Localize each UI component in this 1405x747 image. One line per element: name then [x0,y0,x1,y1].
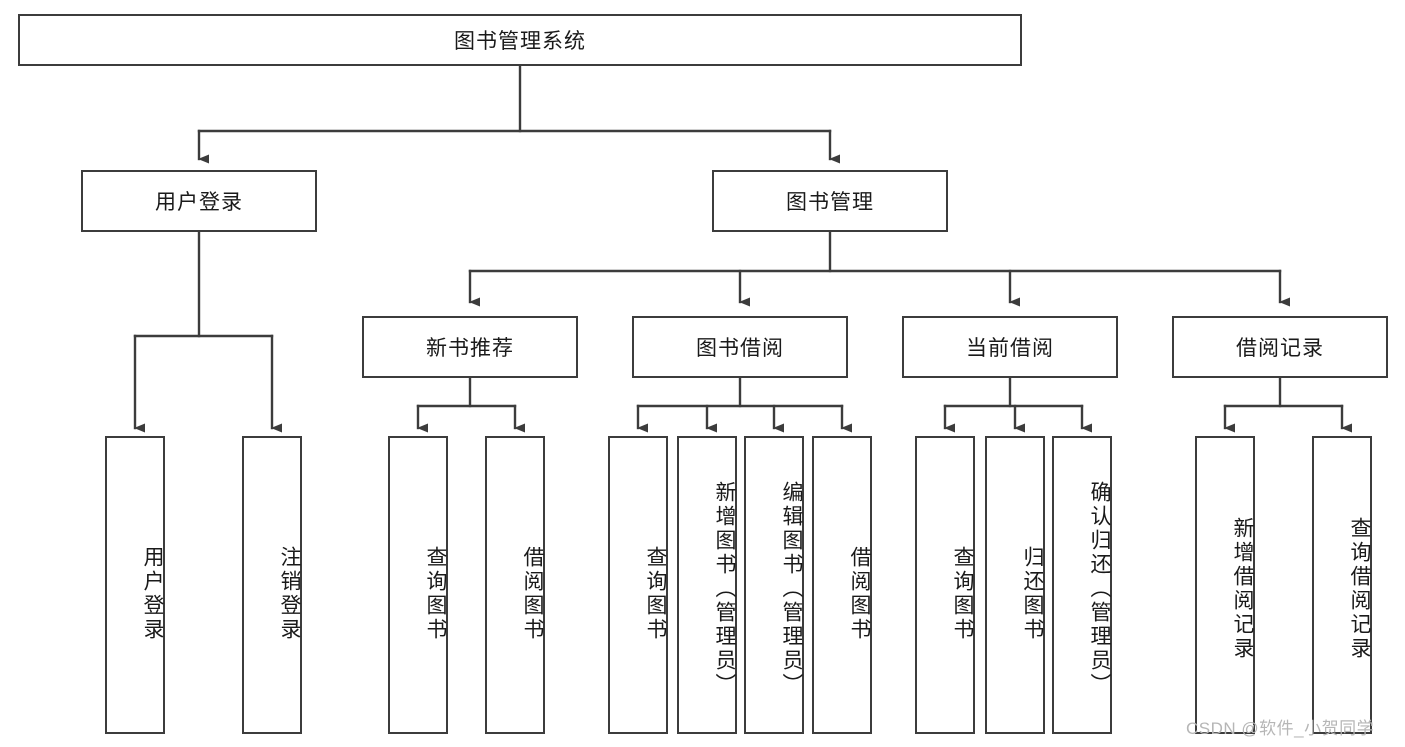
node-label: 图书借阅 [696,337,784,360]
node-label: 注销登录 [278,546,301,642]
node-label: 确认归还（管理员） [1088,481,1111,697]
leaf-borrow-book[interactable]: 借阅图书 [812,436,872,734]
node-label: 编辑图书（管理员） [780,481,803,697]
node-label: 图书管理系统 [454,30,586,53]
node-label: 查询图书 [644,546,667,642]
node-book-management[interactable]: 图书管理 [712,170,948,232]
node-borrow-record[interactable]: 借阅记录 [1172,316,1388,378]
leaf-query-book-current[interactable]: 查询图书 [915,436,975,734]
node-current-borrow[interactable]: 当前借阅 [902,316,1118,378]
leaf-add-book[interactable]: 新增图书（管理员） [677,436,737,734]
node-label: 借阅记录 [1236,337,1324,360]
leaf-confirm-return[interactable]: 确认归还（管理员） [1052,436,1112,734]
node-label: 新书推荐 [426,337,514,360]
node-label: 查询图书 [424,546,447,642]
leaf-logout[interactable]: 注销登录 [242,436,302,734]
node-label: 查询借阅记录 [1348,517,1371,661]
watermark-text: CSDN @软件_小贺同学 [1186,719,1375,738]
leaf-add-borrow-record[interactable]: 新增借阅记录 [1195,436,1255,734]
node-label: 借阅图书 [521,546,544,642]
node-label: 新增图书（管理员） [713,481,736,697]
node-root-system[interactable]: 图书管理系统 [18,14,1022,66]
leaf-query-borrow-record[interactable]: 查询借阅记录 [1312,436,1372,734]
node-label: 当前借阅 [966,337,1054,360]
node-label: 归还图书 [1021,546,1044,642]
node-label: 新增借阅记录 [1231,517,1254,661]
node-label: 借阅图书 [848,546,871,642]
node-user-login[interactable]: 用户登录 [81,170,317,232]
node-book-borrow[interactable]: 图书借阅 [632,316,848,378]
leaf-query-book-recommend[interactable]: 查询图书 [388,436,448,734]
node-new-book-recommend[interactable]: 新书推荐 [362,316,578,378]
leaf-return-book[interactable]: 归还图书 [985,436,1045,734]
node-label: 用户登录 [155,191,243,214]
leaf-user-login[interactable]: 用户登录 [105,436,165,734]
node-label: 查询图书 [951,546,974,642]
node-label: 图书管理 [786,191,874,214]
leaf-borrow-book-recommend[interactable]: 借阅图书 [485,436,545,734]
leaf-query-book-borrow[interactable]: 查询图书 [608,436,668,734]
node-label: 用户登录 [141,546,164,642]
leaf-edit-book[interactable]: 编辑图书（管理员） [744,436,804,734]
